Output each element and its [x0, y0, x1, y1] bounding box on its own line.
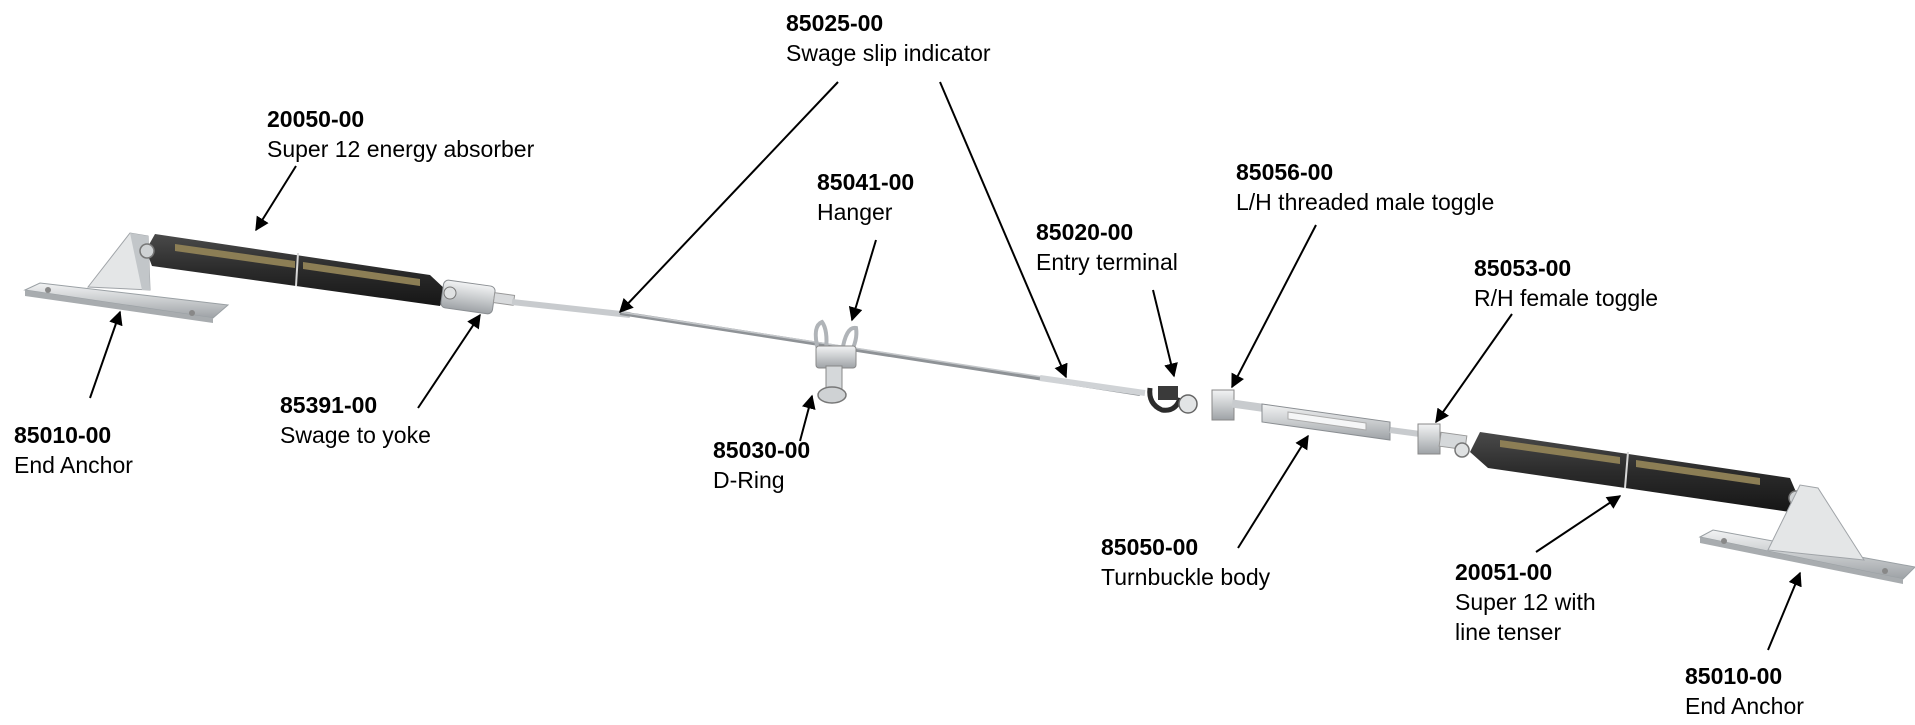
energy-absorber-left [139, 234, 446, 306]
d-ring [817, 365, 847, 404]
part-number: 85391-00 [280, 392, 378, 418]
part-description: Turnbuckle body [1101, 564, 1271, 590]
arrow-anchor-left [89, 310, 123, 399]
part-description: Swage slip indicator [786, 40, 991, 66]
callout-rh-toggle: 85053-00 R/H female toggle [1474, 253, 1658, 313]
callout-end-anchor-left: 85010-00 End Anchor [14, 420, 133, 480]
arrow-tenser [1535, 495, 1622, 553]
part-number: 85053-00 [1474, 255, 1572, 281]
callout-entry-terminal: 85020-00 Entry terminal [1036, 217, 1178, 277]
entry-terminal [1147, 386, 1198, 414]
part-description: Entry terminal [1036, 249, 1178, 275]
part-description: R/H female toggle [1474, 285, 1659, 311]
part-number: 85030-00 [713, 437, 811, 463]
arrow-hanger [848, 239, 877, 322]
part-number: 85020-00 [1036, 219, 1134, 245]
part-number: 85010-00 [14, 422, 112, 448]
end-anchor-left [23, 232, 230, 323]
callout-line-tenser: 20051-00 Super 12 with line tenser [1455, 557, 1596, 647]
part-description: line tenser [1455, 619, 1562, 645]
part-description: Super 12 energy absorber [267, 136, 535, 162]
part-description: End Anchor [1685, 693, 1804, 719]
part-number: 85056-00 [1236, 159, 1334, 185]
part-description: End Anchor [14, 452, 133, 478]
energy-absorber-right [1470, 432, 1804, 512]
callout-swage-slip-indicator: 85025-00 Swage slip indicator [786, 8, 991, 68]
leader-arrows [89, 81, 1802, 651]
end-anchor-right [1698, 484, 1915, 584]
arrow-absorber [255, 165, 297, 232]
callout-d-ring: 85030-00 D-Ring [713, 435, 810, 495]
arrow-entry [1152, 289, 1178, 378]
callout-lh-toggle: 85056-00 L/H threaded male toggle [1236, 157, 1494, 217]
part-number: 85010-00 [1685, 663, 1783, 689]
wire-rope-cable [511, 299, 1146, 396]
part-number: 85041-00 [817, 169, 915, 195]
hanger-assembly [813, 319, 859, 369]
part-number: 20051-00 [1455, 559, 1553, 585]
part-description: D-Ring [713, 467, 785, 493]
part-number: 20050-00 [267, 106, 365, 132]
callout-hanger: 85041-00 Hanger [817, 167, 914, 227]
arrow-swage-yoke [417, 313, 481, 409]
callout-end-anchor-right: 85010-00 End Anchor [1685, 661, 1804, 721]
swage-yoke-left [440, 279, 516, 315]
part-description: L/H threaded male toggle [1236, 189, 1495, 215]
arrow-r-toggle [1435, 313, 1513, 424]
callout-energy-absorber: 20050-00 Super 12 energy absorber [267, 104, 534, 164]
part-description: Super 12 with [1455, 589, 1596, 615]
part-number: 85025-00 [786, 10, 884, 36]
arrow-l-toggle [1231, 224, 1317, 389]
part-description: Swage to yoke [280, 422, 431, 448]
callout-swage-to-yoke: 85391-00 Swage to yoke [280, 390, 431, 450]
arrow-swage-slip-left [619, 81, 839, 314]
arrow-turnbuckle [1237, 434, 1309, 549]
turnbuckle-body [1261, 403, 1421, 441]
arrow-dring [799, 394, 816, 442]
arrow-swage-slip-right [939, 81, 1068, 379]
part-description: Hanger [817, 199, 893, 225]
rh-female-toggle [1417, 423, 1470, 458]
callout-turnbuckle-body: 85050-00 Turnbuckle body [1101, 532, 1270, 592]
part-number: 85050-00 [1101, 534, 1199, 560]
arrow-anchor-right [1767, 571, 1802, 651]
lh-threaded-male-toggle [1211, 389, 1269, 421]
